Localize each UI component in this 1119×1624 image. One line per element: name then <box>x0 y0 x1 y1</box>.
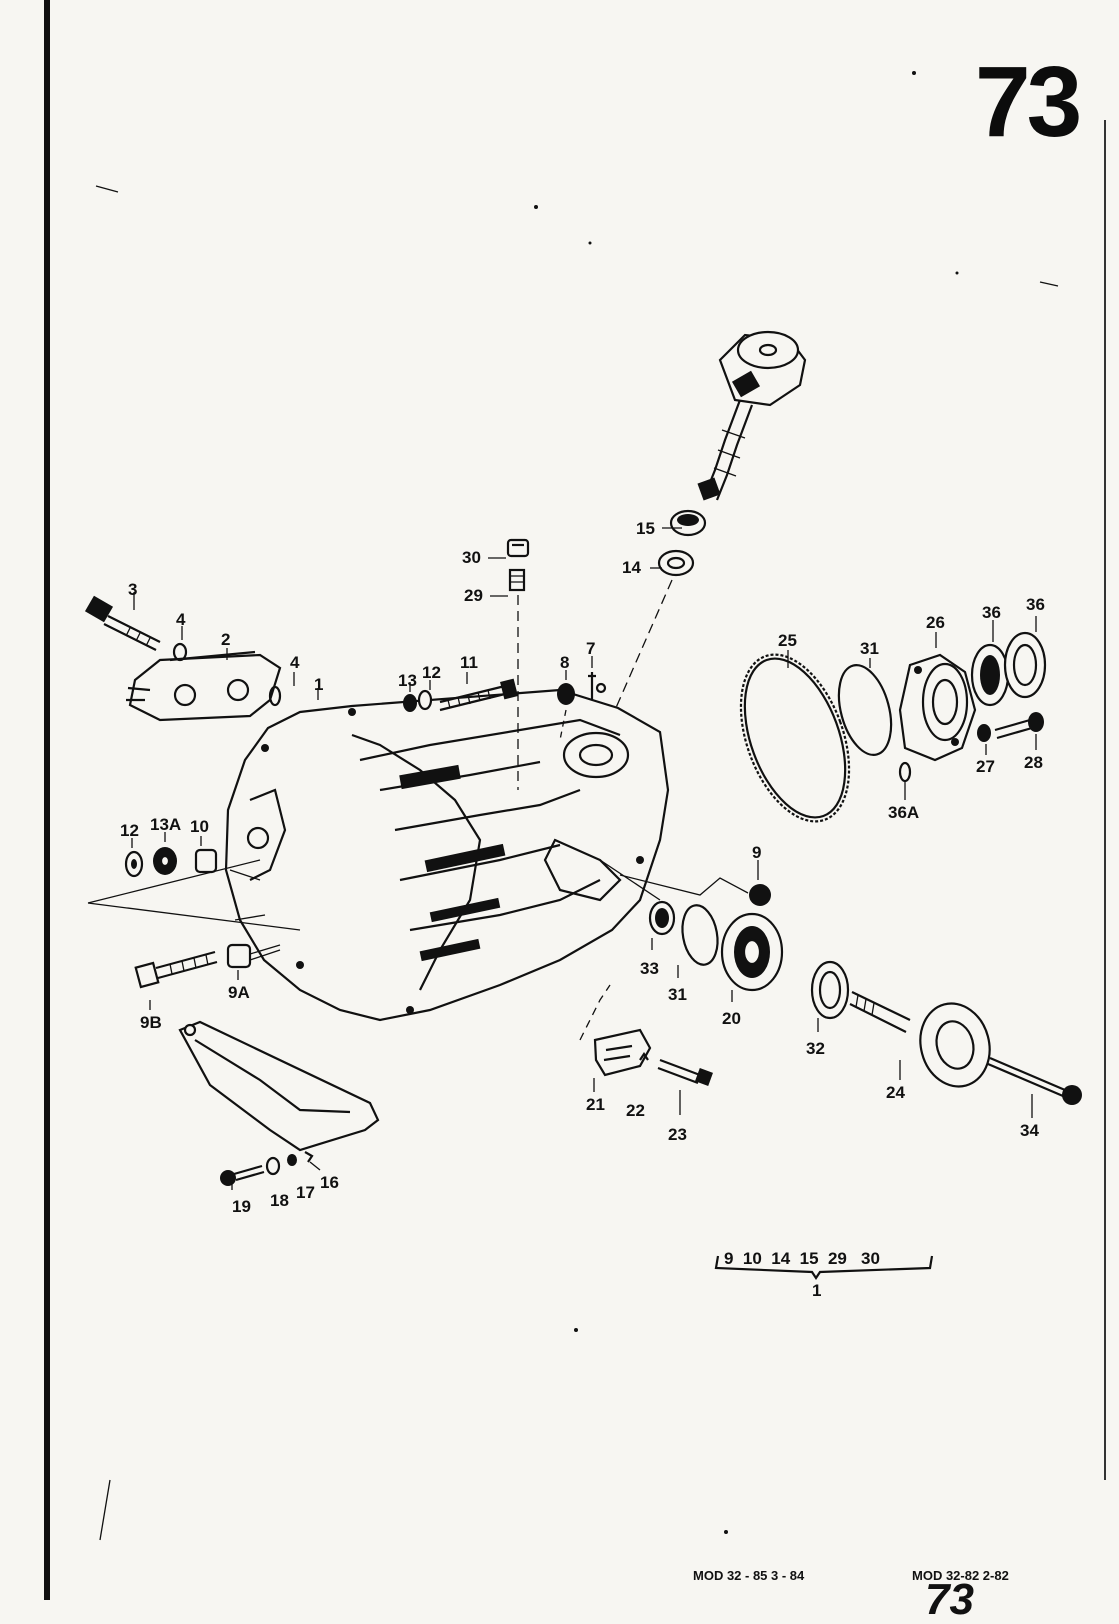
cover-plate-16 <box>178 1020 380 1152</box>
gasket-25 <box>739 653 851 823</box>
callout-23: 23 <box>668 1125 687 1144</box>
callout-36: 36 <box>1026 595 1045 614</box>
washer-12-left <box>124 850 144 878</box>
bolt-34 <box>987 1056 1082 1105</box>
kit-bracket: 9 10 14 15 29 30 1 <box>714 1249 934 1300</box>
clip-16 <box>304 1151 314 1163</box>
callout-labels: 3 4 2 4 1 13 12 11 8 7 15 14 30 29 12 13… <box>120 519 1045 1216</box>
clip-21 <box>593 1028 652 1077</box>
callout-9B: 9B <box>140 1013 162 1032</box>
o-ring-4b <box>268 685 282 707</box>
plug-9 <box>749 884 771 906</box>
callout-18: 18 <box>270 1191 289 1210</box>
bolt-3 <box>84 595 161 651</box>
bolt-9B <box>134 950 218 989</box>
callout-31: 31 <box>860 639 879 658</box>
callout-13: 13 <box>398 671 417 690</box>
callout-16: 16 <box>320 1173 339 1192</box>
bolt-11 <box>439 678 518 712</box>
callout-29: 29 <box>464 586 483 605</box>
bushing-9A <box>226 943 252 969</box>
callout-2: 2 <box>221 630 230 649</box>
washer-18 <box>265 1156 281 1176</box>
binder-edge <box>44 0 50 1600</box>
callout-26: 26 <box>926 613 945 632</box>
bearing-15 <box>669 509 707 537</box>
o-ring-31-lower <box>681 904 719 966</box>
o-ring-4a <box>172 642 188 662</box>
bolt-19 <box>220 1164 265 1186</box>
ring-32 <box>810 960 850 1020</box>
nut-13A <box>153 847 177 875</box>
callout-10: 10 <box>190 817 209 836</box>
bushing-10 <box>194 848 218 874</box>
callout-34: 34 <box>1020 1121 1039 1140</box>
callout-21: 21 <box>586 1095 605 1114</box>
nut-13 <box>403 694 417 712</box>
page-number: 73 <box>975 46 1082 158</box>
callout-31: 31 <box>668 985 687 1004</box>
page-edge <box>1104 120 1106 1480</box>
callout-36: 36 <box>982 603 1001 622</box>
callout-8: 8 <box>560 653 569 672</box>
callout-36A: 36A <box>888 803 919 822</box>
kit-items: 9 10 14 15 29 30 <box>724 1249 880 1268</box>
callout-1: 1 <box>314 675 323 694</box>
callout-14: 14 <box>622 558 641 577</box>
callout-33: 33 <box>640 959 659 978</box>
o-ring-36A <box>898 761 912 783</box>
callout-27: 27 <box>976 757 995 776</box>
callout-28: 28 <box>1024 753 1043 772</box>
seal-33 <box>648 900 676 936</box>
bolt-28 <box>994 712 1044 740</box>
kit-total: 1 <box>812 1281 821 1300</box>
pin-7 <box>588 672 607 700</box>
callout-12: 12 <box>422 663 441 682</box>
bolt-23 <box>657 1058 713 1086</box>
cover-plate-2 <box>126 650 282 722</box>
washer-22 <box>639 1052 649 1061</box>
callout-7: 7 <box>586 639 595 658</box>
footer-model-left: MOD 32 - 85 3 - 84 <box>693 1568 805 1583</box>
scan-specks <box>95 71 1059 1541</box>
transmission-housing <box>224 688 670 1022</box>
callout-3: 3 <box>128 580 137 599</box>
washer-12 <box>417 689 433 711</box>
bearing-14 <box>657 549 695 577</box>
callout-32: 32 <box>806 1039 825 1058</box>
callout-24: 24 <box>886 1083 905 1102</box>
callout-15: 15 <box>636 519 655 538</box>
washer-27 <box>977 724 991 742</box>
washer-17 <box>287 1154 297 1166</box>
flange-shaft-24 <box>849 991 991 1088</box>
seal-36b <box>1003 631 1047 699</box>
plug-8 <box>557 683 575 705</box>
callout-19: 19 <box>232 1197 251 1216</box>
callout-22: 22 <box>626 1101 645 1120</box>
callout-17: 17 <box>296 1183 315 1202</box>
callout-9A: 9A <box>228 983 250 1002</box>
flange-26 <box>898 653 977 762</box>
callout-11: 11 <box>460 653 478 672</box>
callout-9: 9 <box>752 843 761 862</box>
footer-model-right: MOD 32-82 2-82 <box>912 1568 1009 1583</box>
leader-lines <box>131 527 1037 1190</box>
footer-stamp: 73 <box>925 1575 974 1624</box>
callout-20: 20 <box>722 1009 741 1028</box>
o-ring-31-upper <box>837 664 893 756</box>
callout-25: 25 <box>778 631 797 650</box>
bearing-cap-20 <box>720 912 784 992</box>
callout-13A: 13A <box>150 815 181 834</box>
callout-4: 4 <box>290 653 300 672</box>
plug-30 <box>506 538 530 558</box>
seal-36a <box>970 643 1010 707</box>
callout-12: 12 <box>120 821 139 840</box>
selector-shaft-assembly <box>697 330 807 501</box>
callout-4: 4 <box>176 610 186 629</box>
callout-30: 30 <box>462 548 481 567</box>
spring-29 <box>508 568 526 592</box>
